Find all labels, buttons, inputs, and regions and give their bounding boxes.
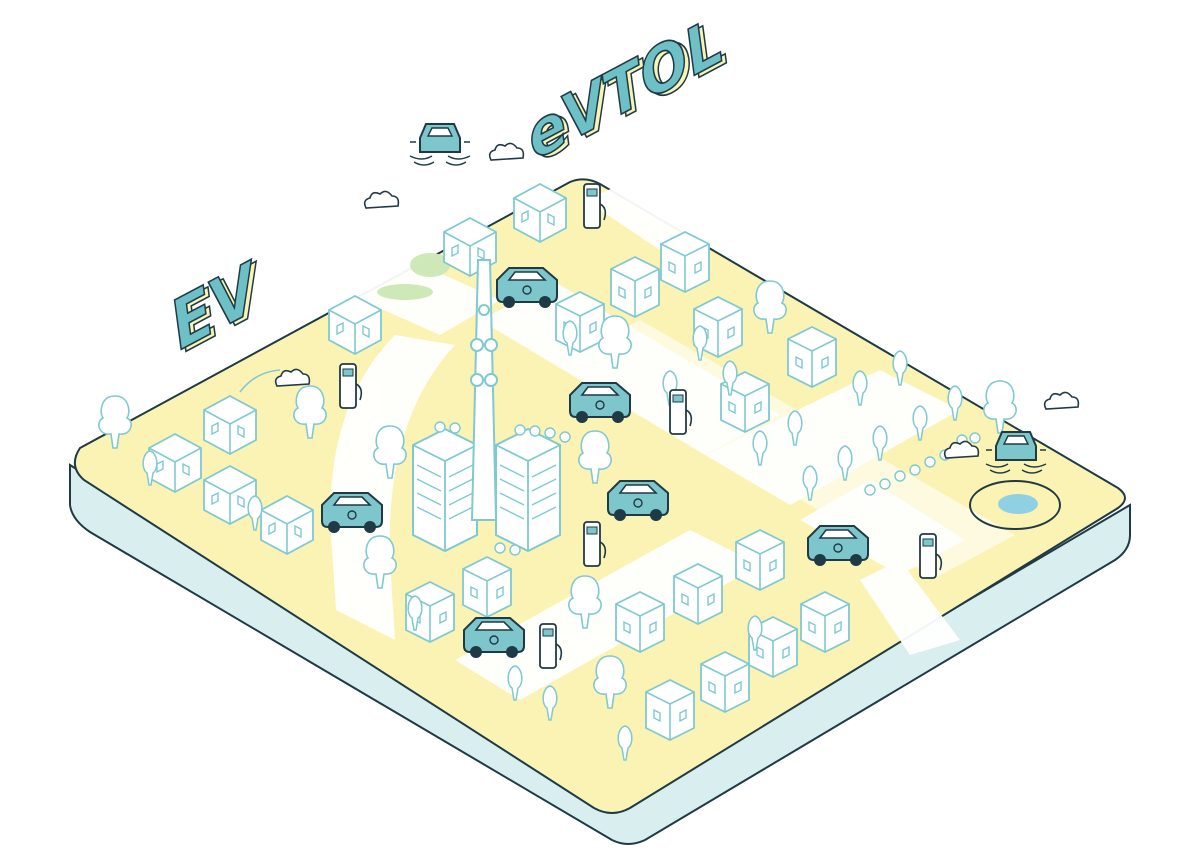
electric-car-icon xyxy=(569,382,631,424)
building-icon xyxy=(700,651,750,713)
landing-pad-icon xyxy=(969,480,1061,530)
building-icon xyxy=(610,256,660,318)
wind-swoosh xyxy=(239,369,281,393)
building-icon xyxy=(673,563,723,625)
cloud-icon xyxy=(363,190,400,209)
grass-patch xyxy=(377,284,433,300)
building-icon xyxy=(495,428,561,552)
building-icon xyxy=(645,679,695,741)
building-icon xyxy=(800,591,850,653)
building-icon xyxy=(615,591,665,653)
slab-side xyxy=(69,463,1131,845)
cloud-icon xyxy=(1043,391,1080,410)
grass-patch xyxy=(410,253,450,277)
building-icon xyxy=(412,428,478,552)
electric-car-icon xyxy=(807,525,869,567)
building-icon xyxy=(787,326,837,388)
building-icon xyxy=(735,529,785,591)
electric-car-icon xyxy=(463,617,525,659)
pond xyxy=(998,494,1038,514)
label-ev: EV EV xyxy=(161,247,278,369)
electric-car-icon xyxy=(496,267,558,309)
building-icon xyxy=(660,231,710,293)
evtol-drone-icon xyxy=(409,123,471,166)
electric-car-icon xyxy=(321,492,383,534)
label-evtol: eVTOL eVTOL xyxy=(517,4,737,177)
building-icon xyxy=(462,556,512,618)
building-icon xyxy=(555,291,605,353)
radio-tower-icon xyxy=(470,259,498,521)
landscape-features xyxy=(377,253,1061,530)
electric-car-icon xyxy=(607,480,669,522)
label-ev-text: EV xyxy=(162,247,272,365)
cloud-icon xyxy=(488,142,525,161)
